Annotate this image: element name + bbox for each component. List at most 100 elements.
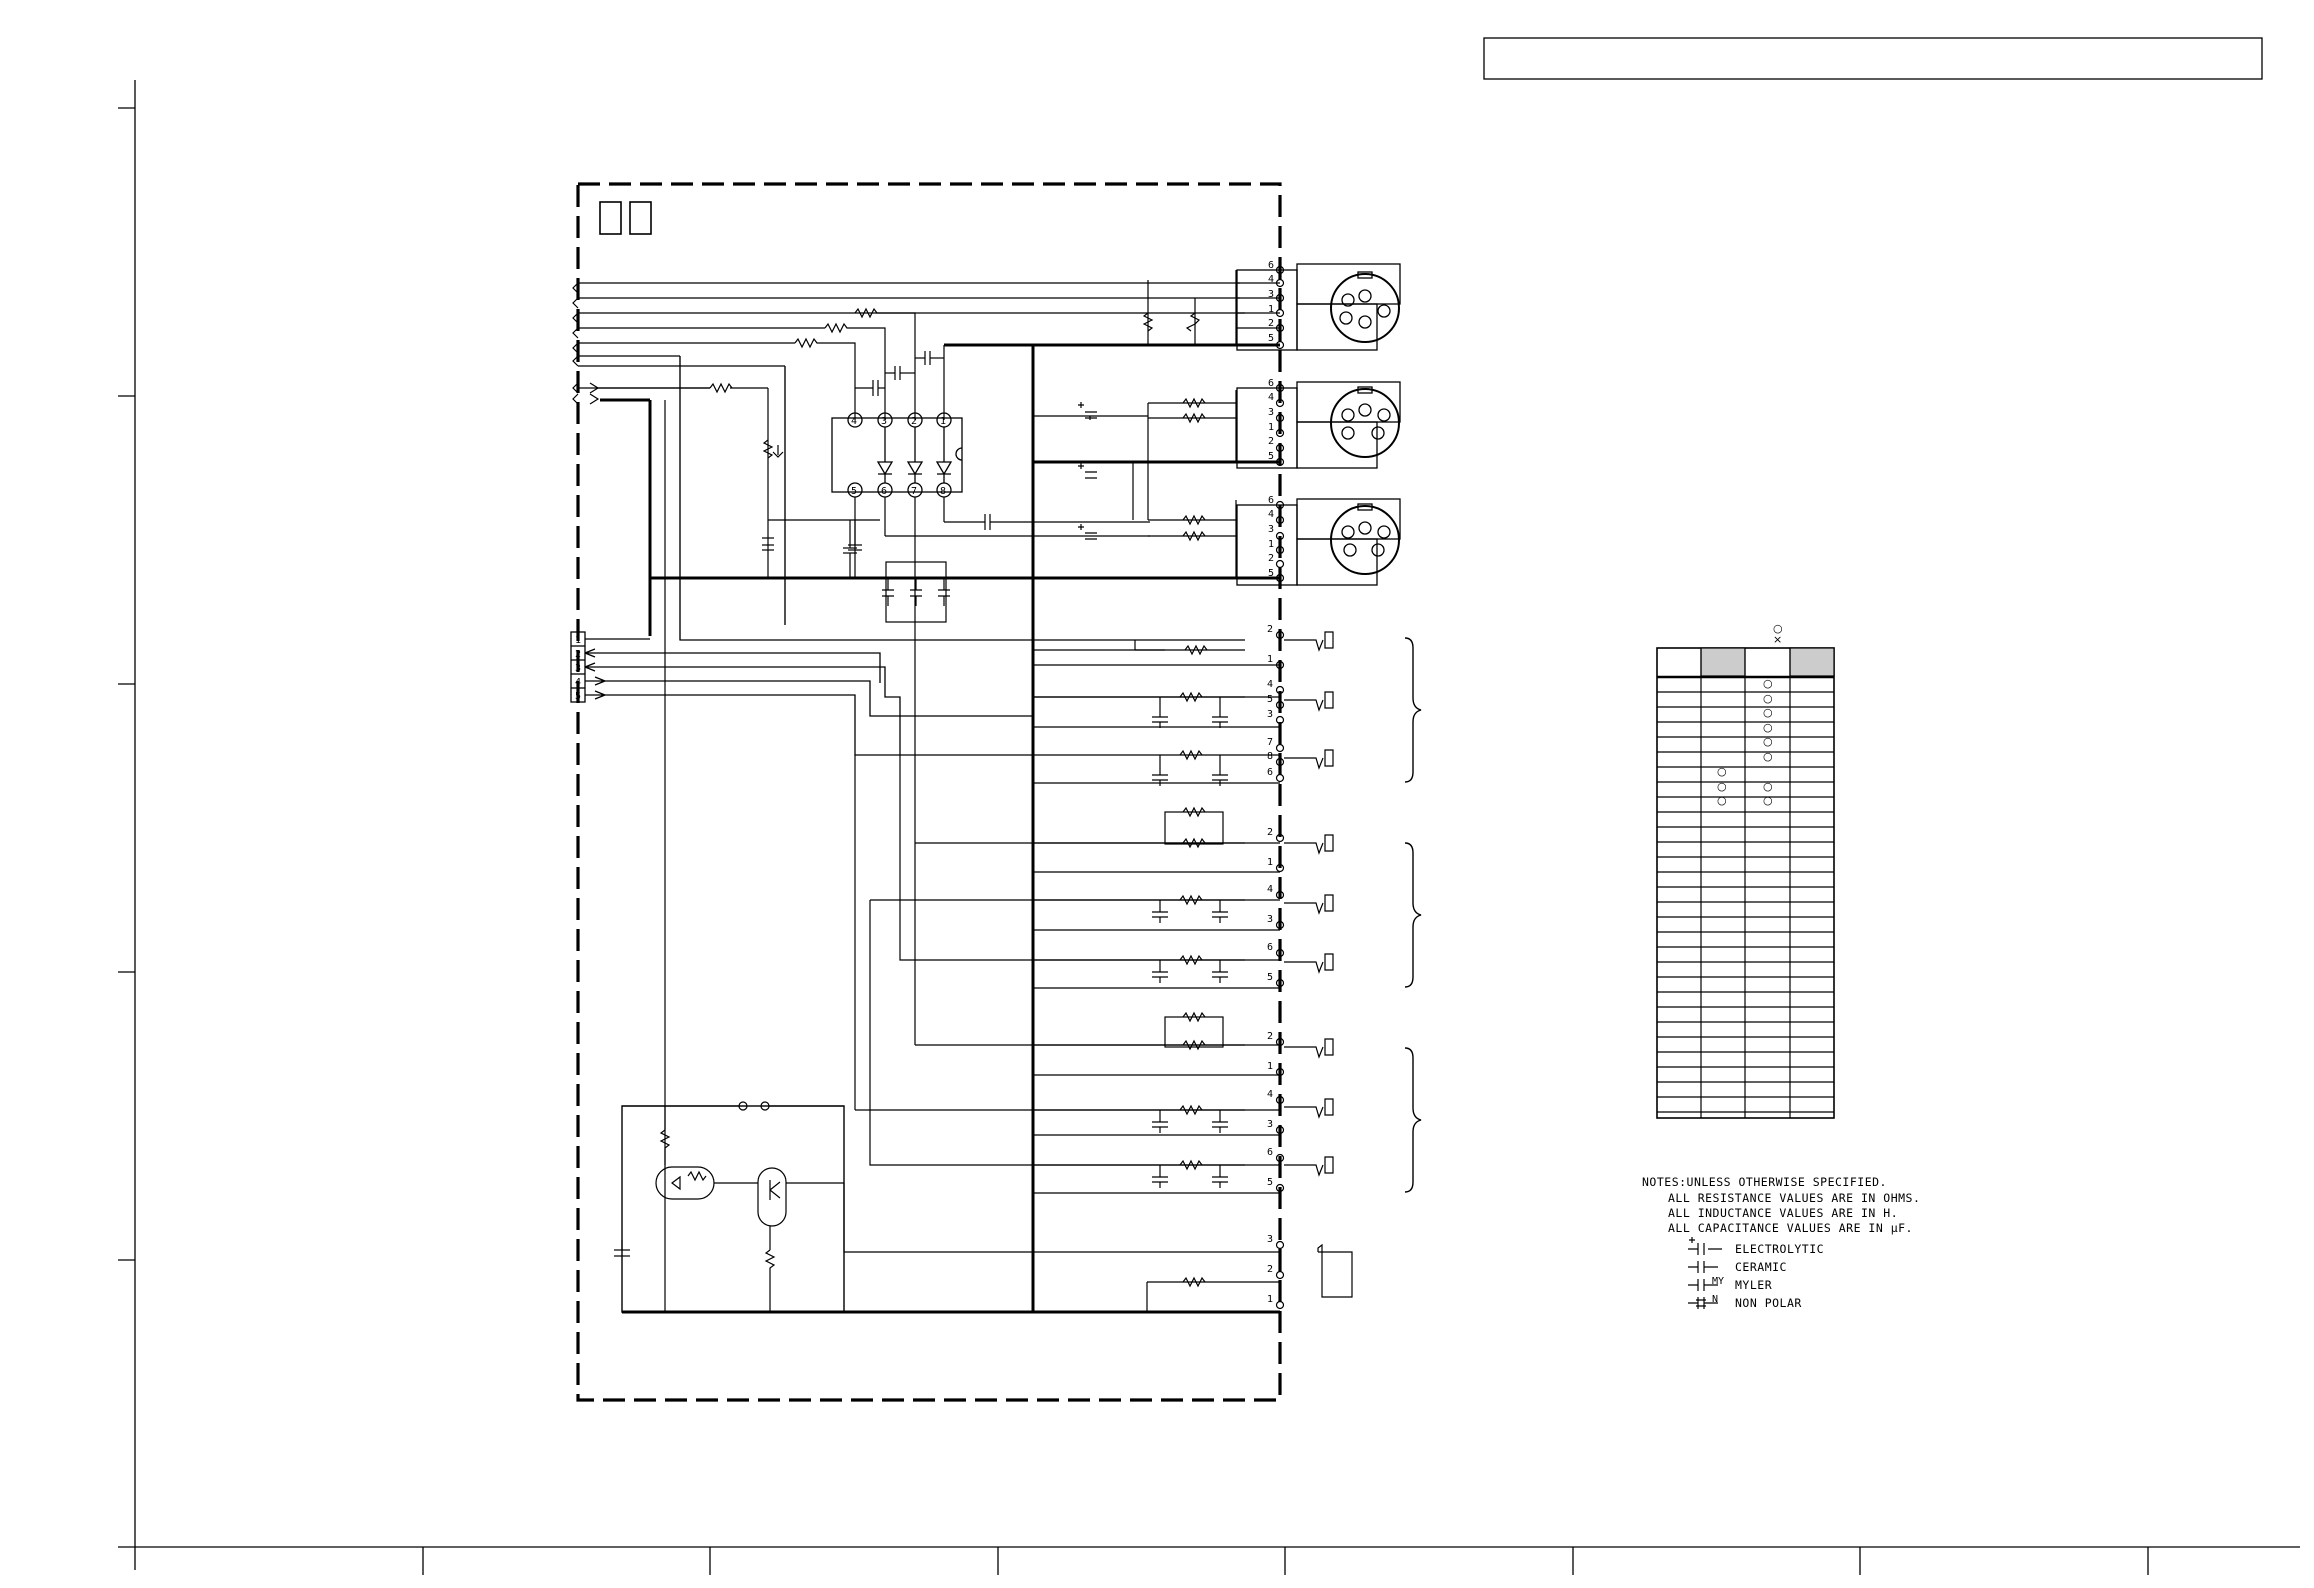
- svg-text:6: 6: [1268, 260, 1274, 271]
- rca-jack-icon: [1284, 894, 1334, 915]
- jack-pin-label: 6: [1267, 942, 1273, 953]
- jack-group-1: [1033, 640, 1280, 786]
- svg-text:○: ○: [1763, 750, 1773, 763]
- jack-pin-label: 2: [1267, 1264, 1273, 1275]
- jack-pin-label: 1: [1267, 654, 1273, 665]
- table-legend: ○ ×: [1773, 622, 1783, 646]
- jack-group-3: [1033, 1011, 1280, 1194]
- jack-pin-label: 5: [1267, 972, 1273, 983]
- svg-text:4: 4: [1268, 392, 1274, 403]
- jack-pin-label: 1: [1267, 857, 1273, 868]
- jack-terminal: [1275, 757, 1285, 767]
- jack-pin-label: 4: [1267, 884, 1273, 895]
- group-braces: [1404, 637, 1422, 1193]
- svg-text:2: 2: [911, 416, 917, 427]
- svg-text:8: 8: [940, 486, 946, 497]
- jack-pin-label: 3: [1267, 1119, 1273, 1130]
- spec-table: [1656, 647, 1835, 1119]
- jack-terminals: [1275, 630, 1334, 1310]
- svg-text:1: 1: [1268, 422, 1274, 433]
- legend-myler-label: MYLER: [1735, 1278, 1772, 1292]
- jack-pin-label: 2: [1267, 827, 1273, 838]
- legend-symbols: [1688, 1237, 1722, 1309]
- jack-pin-label: 2: [1267, 624, 1273, 635]
- ceramic-cap-icon: [1688, 1261, 1718, 1273]
- table-marks: ○ ○ ○ ○ ○ ○ ○ ○ ○ ○ ○: [1717, 677, 1773, 807]
- jack-terminal: [1275, 1240, 1285, 1250]
- jack-pin-label: 7: [1267, 737, 1273, 748]
- jack-terminal: [1275, 1300, 1285, 1310]
- svg-text:3: 3: [575, 663, 581, 674]
- svg-text:○: ○: [1763, 721, 1773, 734]
- jack-group-2: [1033, 806, 1280, 989]
- jack-terminal: [1275, 660, 1285, 670]
- svg-text:1: 1: [940, 416, 946, 427]
- legend-nonpolar-label: NON POLAR: [1735, 1296, 1802, 1310]
- jack-terminal: [1275, 743, 1285, 753]
- block-label: [599, 201, 652, 235]
- jack-terminal: [1275, 715, 1285, 725]
- notes-heading: NOTES:UNLESS OTHERWISE SPECIFIED.: [1642, 1175, 1887, 1189]
- rca-jack-icon: [1284, 834, 1334, 855]
- left-connector: [570, 631, 1033, 756]
- svg-text:○: ○: [1717, 765, 1727, 778]
- svg-text:○: ○: [1717, 794, 1727, 807]
- rca-jack-icon: [1284, 631, 1334, 652]
- svg-text:○: ○: [1763, 706, 1773, 719]
- jack-terminal: [1275, 773, 1285, 783]
- legend-electrolytic-label: ELECTROLYTIC: [1735, 1242, 1824, 1256]
- board-outline: [576, 182, 1282, 1402]
- din-pin-terminals: [1275, 265, 1285, 583]
- svg-text:3: 3: [1268, 524, 1274, 535]
- nonpolar-cap-icon: [1688, 1297, 1718, 1309]
- svg-text:○: ○: [1763, 735, 1773, 748]
- svg-text:5: 5: [575, 691, 581, 702]
- notes-line-2: ALL INDUCTANCE VALUES ARE IN H.: [1668, 1206, 1898, 1220]
- svg-text:5: 5: [851, 486, 857, 497]
- edge-arrows: [572, 282, 600, 405]
- svg-text:4: 4: [1268, 274, 1274, 285]
- jack-terminal: [1275, 1067, 1285, 1077]
- svg-text:2: 2: [1268, 436, 1274, 447]
- svg-text:6: 6: [1268, 495, 1274, 506]
- jack-pin-label: 1: [1267, 1061, 1273, 1072]
- myler-cap-icon: [1688, 1279, 1718, 1291]
- svg-text:4: 4: [1268, 509, 1274, 520]
- ic-chip: [831, 412, 963, 498]
- svg-text:1: 1: [1268, 539, 1274, 550]
- jack-terminal: [1275, 700, 1285, 710]
- jack-terminal: [1275, 1125, 1285, 1135]
- jack-pin-label: 8: [1267, 751, 1273, 762]
- jack-terminal: [1275, 833, 1285, 843]
- rca-jack-icon: [1284, 1098, 1334, 1119]
- rca-jack-icon: [1284, 1156, 1334, 1177]
- svg-text:5: 5: [1268, 333, 1274, 344]
- svg-text:○: ○: [1717, 780, 1727, 793]
- jack-pin-label: 5: [1267, 694, 1273, 705]
- rca-jack-icon: [1284, 749, 1334, 770]
- jack-terminal: [1275, 978, 1285, 988]
- legend-ceramic-label: CERAMIC: [1735, 1260, 1787, 1274]
- bottom-circuit: [614, 1101, 1353, 1313]
- svg-text:4: 4: [575, 677, 581, 688]
- din-pin-labels: 6 4 3 1 2 5 6 4 3 1 2 5 6 4 3 1 2 5: [1268, 260, 1274, 579]
- notes-block: NOTES:UNLESS OTHERWISE SPECIFIED. ALL RE…: [1642, 1175, 1920, 1310]
- jack-pin-label: 6: [1267, 767, 1273, 778]
- svg-text:2: 2: [1268, 553, 1274, 564]
- electrolytic-cap-icon: [1688, 1237, 1722, 1255]
- page-frame: [118, 80, 2300, 1575]
- jack-pin-label: 6: [1267, 1147, 1273, 1158]
- jack-feed-wires: [664, 356, 1245, 1312]
- legend-myler-mark: MY: [1712, 1276, 1724, 1287]
- jack-terminal: [1275, 890, 1285, 900]
- svg-text:3: 3: [881, 416, 887, 427]
- svg-text:3: 3: [1268, 407, 1274, 418]
- svg-text:1: 1: [575, 635, 581, 646]
- svg-text:6: 6: [1268, 378, 1274, 389]
- din-sockets: [1236, 263, 1401, 586]
- svg-text:5: 5: [1268, 568, 1274, 579]
- notes-line-3: ALL CAPACITANCE VALUES ARE IN μF.: [1668, 1221, 1913, 1235]
